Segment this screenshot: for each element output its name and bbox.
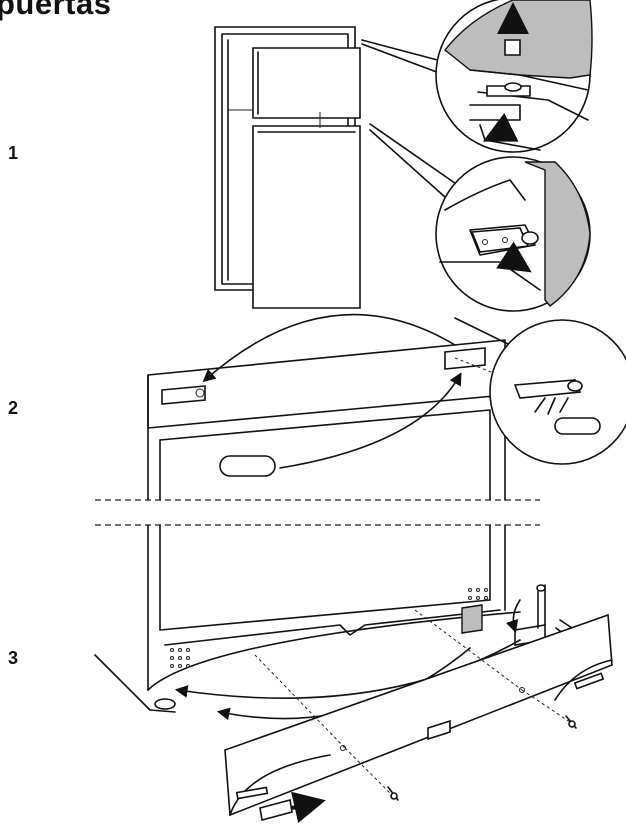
step3-fridge-bottom-drawing <box>94 524 576 721</box>
page-title: puertas <box>0 0 112 21</box>
step2-fridge-top-drawing <box>147 313 526 501</box>
step-number-3: 3 <box>8 648 19 668</box>
step1-middle-hinge-detail <box>435 156 591 312</box>
step1-top-hinge-detail <box>435 0 593 153</box>
step-number-2: 2 <box>8 398 19 418</box>
step2-hinge-detail <box>489 319 626 465</box>
step3-kick-plate <box>224 609 613 823</box>
step-number-1: 1 <box>8 143 19 163</box>
step1-fridge-drawing <box>214 26 463 309</box>
